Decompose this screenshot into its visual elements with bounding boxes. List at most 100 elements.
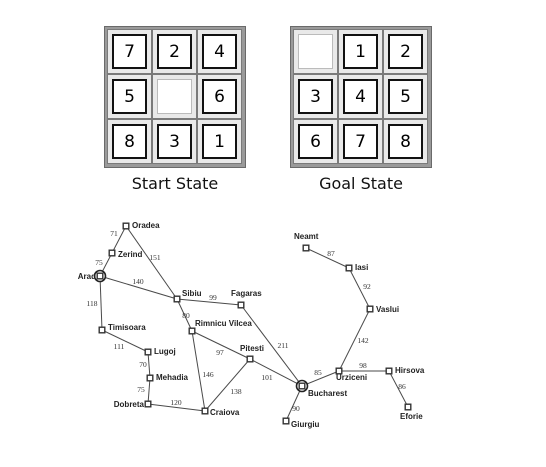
goal-tile-9: 8 xyxy=(383,119,428,164)
goal-tile-2-label: 1 xyxy=(343,34,378,69)
city-label-zerind: Zerind xyxy=(118,250,143,259)
road-craiova-pitesti xyxy=(204,358,251,412)
distance-label-sibiu-rimnicu: 80 xyxy=(182,311,190,320)
start-tile-1: 7 xyxy=(107,29,152,74)
start-tile-9: 1 xyxy=(197,119,242,164)
city-node-craiova xyxy=(201,407,209,415)
city-node-fagaras xyxy=(237,301,245,309)
roads-layer xyxy=(99,225,409,422)
goal-tile-4: 3 xyxy=(293,74,338,119)
city-label-pitesti: Pitesti xyxy=(240,344,264,353)
start-state-label: Start State xyxy=(131,174,219,193)
start-tile-9-label: 1 xyxy=(202,124,237,159)
start-tile-blank xyxy=(152,74,197,119)
goal-tile-6-label: 5 xyxy=(388,79,423,114)
start-tile-7: 8 xyxy=(107,119,152,164)
start-tile-3: 4 xyxy=(197,29,242,74)
city-label-urziceni: Urziceni xyxy=(336,373,367,382)
city-node-arad xyxy=(96,272,104,280)
goal-tile-4-label: 3 xyxy=(298,79,333,114)
road-rimnicu-craiova xyxy=(191,330,206,412)
distance-label-arad-sibiu: 140 xyxy=(132,277,144,286)
road-mehadia-dobreta xyxy=(147,377,151,405)
road-dobreta-craiova xyxy=(147,403,206,412)
distance-label-oradea-sibiu: 151 xyxy=(149,253,161,262)
road-oradea-zerind xyxy=(111,225,127,254)
road-timisoara-lugoj xyxy=(101,329,149,353)
road-urziceni-vaslui xyxy=(338,308,371,372)
road-hirsova-eforie xyxy=(388,370,409,408)
distance-label-mehadia-dobreta: 75 xyxy=(137,385,145,394)
road-arad-timisoara xyxy=(99,275,103,331)
city-node-urziceni xyxy=(335,367,343,375)
road-arad-sibiu xyxy=(99,275,178,300)
city-label-dobreta: Dobreta xyxy=(114,400,145,409)
distance-label-craiova-pitesti: 138 xyxy=(230,387,242,396)
city-label-fagaras: Fagaras xyxy=(231,289,262,298)
distance-label-hirsova-eforie: 86 xyxy=(398,382,406,391)
start-tile-8: 3 xyxy=(152,119,197,164)
distance-labels-layer: 7175151140118111707512099809714613821110… xyxy=(87,229,406,413)
road-rimnicu-pitesti xyxy=(191,330,251,360)
goal-state-label: Goal State xyxy=(319,174,403,193)
road-fagaras-bucharest xyxy=(240,304,303,387)
goal-tile-blank xyxy=(293,29,338,74)
distance-label-bucharest-giurgiu: 90 xyxy=(292,404,300,413)
city-node-zerind xyxy=(108,249,116,257)
start-tile-1-label: 7 xyxy=(112,34,147,69)
distance-label-urziceni-vaslui: 142 xyxy=(357,336,369,345)
city-label-oradea: Oradea xyxy=(132,221,160,230)
distance-label-oradea-zerind: 71 xyxy=(110,229,118,238)
city-node-pitesti xyxy=(246,355,254,363)
road-sibiu-fagaras xyxy=(176,298,242,306)
start-tile-6: 6 xyxy=(197,74,242,119)
goal-tile-3: 2 xyxy=(383,29,428,74)
distance-label-rimnicu-craiova: 146 xyxy=(202,370,214,379)
start-tile-4-label: 5 xyxy=(112,79,147,114)
city-node-rimnicu xyxy=(188,327,196,335)
goal-tile-2: 1 xyxy=(338,29,383,74)
city-node-bucharest xyxy=(298,382,306,390)
goal-tile-7-label: 6 xyxy=(298,124,333,159)
goal-tile-blank-label xyxy=(298,34,333,69)
city-node-giurgiu xyxy=(282,417,290,425)
road-pitesti-bucharest xyxy=(249,358,303,387)
city-label-neamt: Neamt xyxy=(294,232,319,241)
start-tile-2: 2 xyxy=(152,29,197,74)
distance-label-fagaras-bucharest: 211 xyxy=(278,341,289,350)
goal-tile-6: 5 xyxy=(383,74,428,119)
distance-label-urziceni-hirsova: 98 xyxy=(359,361,367,370)
distance-label-zerind-arad: 75 xyxy=(95,258,103,267)
distance-label-iasi-neamt: 87 xyxy=(327,249,335,258)
distance-label-pitesti-bucharest: 101 xyxy=(261,373,273,382)
city-label-lugoj: Lugoj xyxy=(154,347,176,356)
goal-state-grid: 1 2 3 4 5 6 7 8 xyxy=(290,26,432,168)
city-label-timisoara: Timisoara xyxy=(108,323,146,332)
road-oradea-sibiu xyxy=(125,225,178,300)
road-iasi-neamt xyxy=(305,247,350,269)
city-node-sibiu xyxy=(173,295,181,303)
city-label-mehadia: Mehadia xyxy=(156,373,189,382)
city-label-hirsova: Hirsova xyxy=(395,366,425,375)
distance-label-dobreta-craiova: 120 xyxy=(170,398,182,407)
start-state-grid: 7 2 4 5 6 8 3 1 xyxy=(104,26,246,168)
city-node-timisoara xyxy=(98,326,106,334)
city-node-oradea xyxy=(122,222,130,230)
city-node-dobreta xyxy=(144,400,152,408)
city-label-iasi: Iasi xyxy=(355,263,368,272)
road-sibiu-rimnicu xyxy=(176,298,193,332)
distance-label-rimnicu-pitesti: 97 xyxy=(216,348,224,357)
road-lugoj-mehadia xyxy=(147,351,151,379)
city-node-iasi xyxy=(345,264,353,272)
goal-tile-9-label: 8 xyxy=(388,124,423,159)
goal-tile-5-label: 4 xyxy=(343,79,378,114)
city-node-neamt xyxy=(302,244,310,252)
distance-label-sibiu-fagaras: 99 xyxy=(209,293,217,302)
goal-tile-5: 4 xyxy=(338,74,383,119)
city-label-rimnicu: Rimnicu Vilcea xyxy=(195,319,252,328)
city-label-arad: Arad xyxy=(78,272,96,281)
city-node-lugoj xyxy=(144,348,152,356)
start-tile-3-label: 4 xyxy=(202,34,237,69)
goal-tile-7: 6 xyxy=(293,119,338,164)
